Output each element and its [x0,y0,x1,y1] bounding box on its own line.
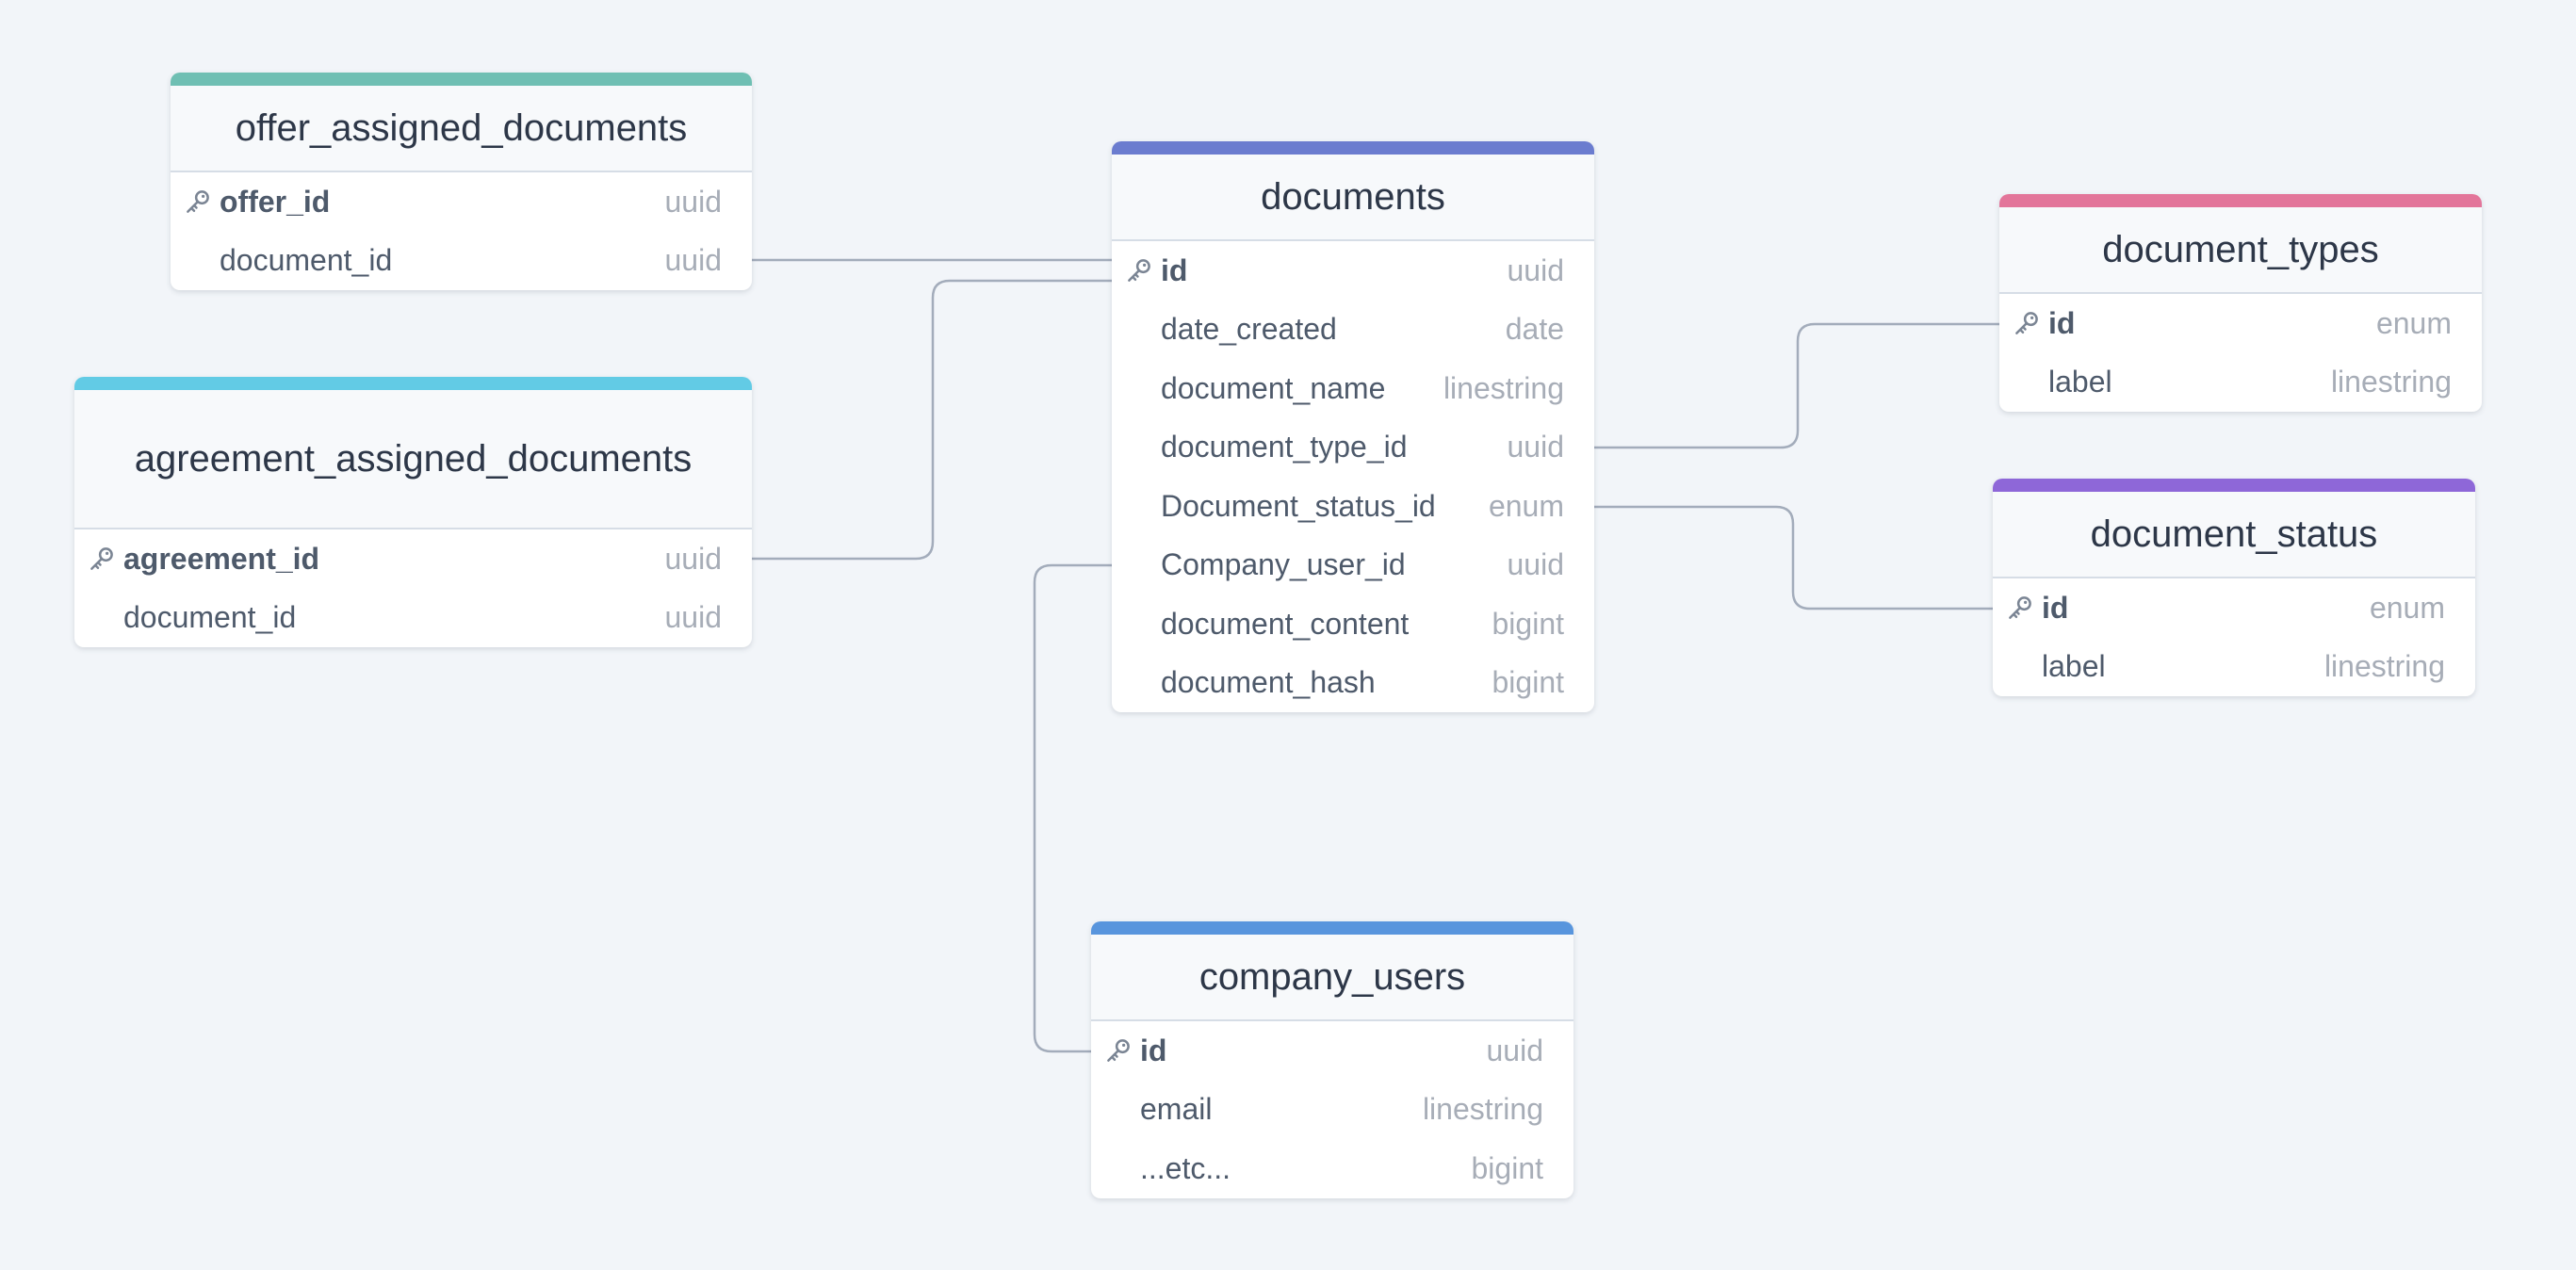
column-name: Document_status_id [1161,488,1436,523]
column-name: ...etc... [1140,1150,1231,1185]
column-name: label [2042,649,2106,684]
column-name: document_id [123,600,297,635]
column-name: document_content [1161,606,1410,641]
column-name: id [1140,1033,1167,1067]
column-name: document_hash [1161,665,1376,700]
column-row-id[interactable]: id enum [1993,578,2475,638]
table-title: offer_assigned_documents [171,86,752,172]
column-type: uuid [1507,430,1565,464]
table-rows: id uuid email linestring ...etc... bigint [1091,1021,1573,1198]
column-name: document_type_id [1161,430,1408,464]
column-row-email[interactable]: email linestring [1091,1081,1573,1140]
relation-agreement-documents [752,279,1112,561]
column-name: id [2048,305,2076,340]
key-icon [1125,256,1153,285]
table-color-bar [1999,194,2482,207]
table-documents[interactable]: documents id uuid date_created date document… [1112,141,1594,712]
table-rows: id enum label linestring [1999,294,2482,412]
column-type: uuid [664,184,723,219]
column-type: uuid [1486,1033,1544,1067]
key-icon [184,187,212,216]
table-title: document_types [1999,207,2482,294]
column-type: linestring [2330,365,2452,399]
column-row-id[interactable]: id uuid [1112,241,1594,301]
table-title: documents [1112,155,1594,241]
column-row-offer-id[interactable]: offer_id uuid [171,172,752,232]
column-row-document-id[interactable]: document_id uuid [74,589,752,648]
column-type: linestring [2323,649,2445,684]
table-color-bar [171,73,752,86]
column-type: linestring [1443,370,1564,405]
column-name: id [1161,252,1188,287]
column-row-agreement-id[interactable]: agreement_id uuid [74,529,752,589]
table-color-bar [1091,921,1573,935]
table-agreement-assigned-documents[interactable]: agreement_assigned_documents agreement_i… [74,377,752,647]
column-row-id[interactable]: id enum [1999,294,2482,353]
column-type: uuid [664,541,723,576]
column-row-document-content[interactable]: document_content bigint [1112,594,1594,654]
column-name: id [2042,590,2069,625]
column-row-etc[interactable]: ...etc... bigint [1091,1139,1573,1198]
column-type: bigint [1471,1150,1544,1185]
column-name: Company_user_id [1161,547,1406,582]
table-rows: id enum label linestring [1993,578,2475,696]
table-color-bar [74,377,752,390]
table-company-users[interactable]: company_users id uuid email linestring ...et… [1091,921,1573,1198]
column-row-document-id[interactable]: document_id uuid [171,232,752,291]
relation-documents-document-status [1594,505,1993,611]
column-name: agreement_id [123,541,320,576]
column-type: uuid [664,600,723,635]
column-row-id[interactable]: id uuid [1091,1021,1573,1081]
column-row-company-user-id[interactable]: Company_user_id uuid [1112,536,1594,595]
column-type: enum [2369,590,2445,625]
column-type: bigint [1492,665,1565,700]
relation-documents-company-users [1033,563,1112,1053]
column-row-date-created[interactable]: date_created date [1112,301,1594,360]
column-type: date [1505,312,1564,347]
column-name: document_id [220,243,393,278]
column-type: bigint [1492,606,1565,641]
column-name: label [2048,365,2112,399]
column-row-document-name[interactable]: document_name linestring [1112,359,1594,418]
column-row-document-status-id[interactable]: Document_status_id enum [1112,477,1594,536]
table-title: company_users [1091,935,1573,1021]
key-icon [1104,1036,1133,1065]
column-name: date_created [1161,312,1337,347]
column-row-document-type-id[interactable]: document_type_id uuid [1112,418,1594,478]
table-color-bar [1112,141,1594,155]
column-row-label[interactable]: label linestring [1999,353,2482,413]
column-type: uuid [664,243,723,278]
column-type: linestring [1422,1092,1543,1127]
column-type: enum [2375,305,2452,340]
column-name: email [1140,1092,1213,1127]
table-title: document_status [1993,492,2475,578]
key-icon [88,545,116,573]
column-name: offer_id [220,184,331,219]
key-icon [2006,594,2034,622]
column-name: document_name [1161,370,1386,405]
table-color-bar [1993,479,2475,492]
table-rows: id uuid date_created date document_name lines… [1112,241,1594,712]
table-title: agreement_assigned_documents [74,390,752,529]
table-document-status[interactable]: document_status id enum label linestring [1993,479,2475,696]
column-row-label[interactable]: label linestring [1993,638,2475,697]
column-type: uuid [1507,252,1565,287]
key-icon [2013,309,2041,337]
column-type: uuid [1507,547,1565,582]
relation-documents-document-types [1594,322,1999,449]
table-document-types[interactable]: document_types id enum label linestring [1999,194,2482,412]
column-row-document-hash[interactable]: document_hash bigint [1112,654,1594,713]
column-type: enum [1488,488,1564,523]
